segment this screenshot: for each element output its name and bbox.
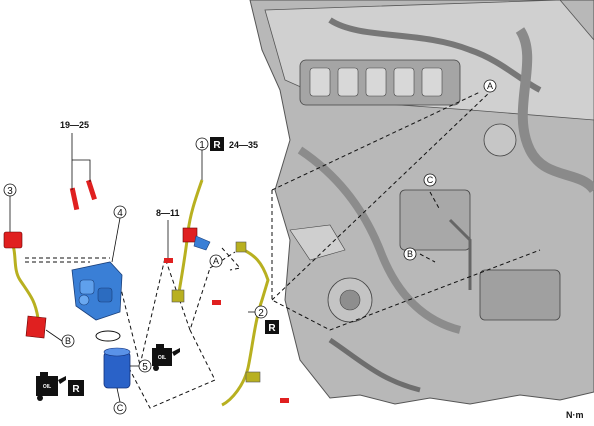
filter-part-5 <box>103 347 131 389</box>
callout-part-5: 5 <box>130 359 152 373</box>
unit-label: N·m <box>566 410 584 420</box>
bolt-icon <box>212 300 221 305</box>
pipe-part-1 <box>171 179 211 303</box>
ref-A-right: A <box>483 79 497 93</box>
svg-text:C: C <box>427 175 434 185</box>
callout-part-2: 2 R <box>248 305 279 334</box>
part-number-5: 5 <box>142 362 148 373</box>
bolt-icon <box>164 258 173 263</box>
part-number-1: 1 <box>199 140 205 151</box>
replace-mark-icon <box>265 320 279 334</box>
svg-text:A: A <box>213 256 219 266</box>
svg-text:C: C <box>117 403 124 413</box>
bolt-icon <box>86 179 97 201</box>
sensor-part-3 <box>3 231 47 339</box>
part-number-2: 2 <box>258 308 264 319</box>
torque-small-bolt-text: 8—11 <box>156 208 180 218</box>
ref-B-left: B <box>45 329 75 348</box>
torque-pipe-text: 24—35 <box>229 140 258 150</box>
replace-mark-text: R <box>268 323 276 334</box>
engine-image <box>249 0 594 405</box>
pump-part-4 <box>71 261 123 342</box>
svg-text:R: R <box>72 384 80 395</box>
part-number-4: 4 <box>117 208 123 219</box>
oil-label: OIL <box>43 384 51 390</box>
bolt-icon <box>69 187 80 211</box>
svg-text:B: B <box>65 336 71 346</box>
oil-can-icon: OIL <box>152 344 180 371</box>
torque-bolts-text: 19—25 <box>60 120 89 130</box>
callout-part-1: 1 R 24—35 <box>195 137 258 180</box>
torque-label-small-bolt: 8—11 <box>156 208 180 258</box>
pipe-part-2 <box>221 241 270 407</box>
svg-text:B: B <box>407 249 413 259</box>
replace-mark-oil-left: R <box>68 380 84 396</box>
oil-can-icon: OIL <box>36 372 66 401</box>
ref-C-right: C <box>423 173 437 187</box>
replace-mark-icon <box>68 380 84 396</box>
callout-part-4: 4 <box>111 205 127 263</box>
replace-mark-icon <box>210 137 224 151</box>
svg-text:A: A <box>487 81 493 91</box>
ref-A-left: A <box>209 254 223 268</box>
replace-mark-text: R <box>213 140 221 151</box>
torque-label-bolts: 19—25 <box>60 120 91 190</box>
oil-label: OIL <box>158 355 166 361</box>
ref-C-left: C <box>113 387 127 415</box>
callout-part-3: 3 <box>3 183 17 232</box>
bolt-icon <box>280 398 289 403</box>
bolts-group <box>69 179 289 403</box>
part-number-3: 3 <box>7 186 13 197</box>
ref-B-right: B <box>403 247 417 261</box>
